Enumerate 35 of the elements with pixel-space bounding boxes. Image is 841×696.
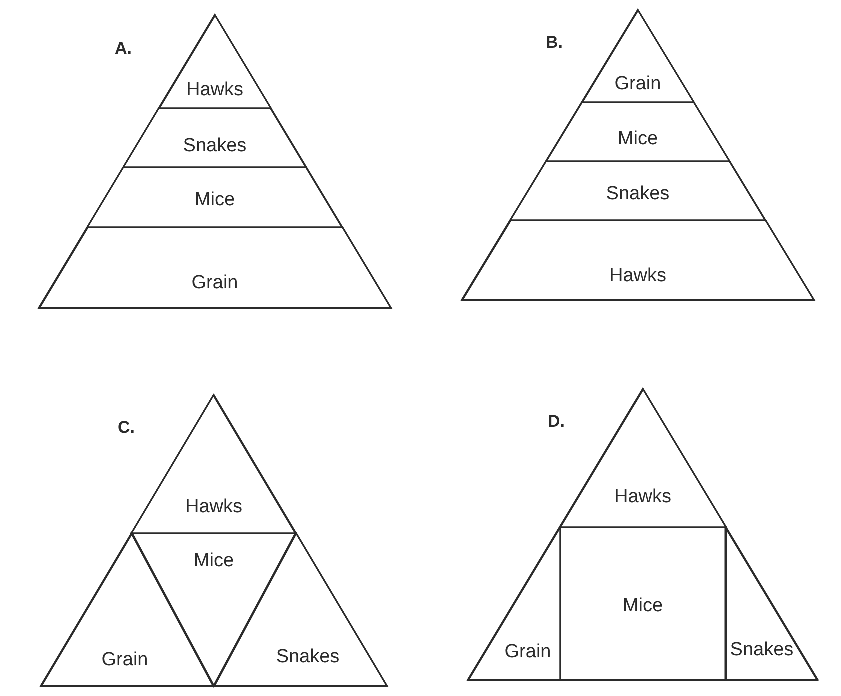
option-letter: C. xyxy=(118,419,135,436)
organism-label: Snakes xyxy=(183,136,247,156)
organism-label: Snakes xyxy=(606,184,670,204)
pyramid-section xyxy=(38,226,392,310)
pyramid-section xyxy=(580,8,696,104)
option-letter: A. xyxy=(115,40,132,57)
organism-label: Grain xyxy=(504,642,552,662)
pyramid-section xyxy=(122,106,308,168)
food-pyramid xyxy=(37,13,393,310)
pyramid-section xyxy=(558,526,728,682)
pyramid-section xyxy=(544,100,732,162)
pyramid-section xyxy=(158,14,272,110)
organism-label: Hawks xyxy=(186,80,244,100)
organism-label: Mice xyxy=(194,190,236,210)
organism-label: Mice xyxy=(618,130,658,148)
organism-label: Hawks xyxy=(610,266,666,286)
option-letter: D. xyxy=(548,413,565,430)
option-letter: B. xyxy=(546,34,563,51)
organism-label: Snakes xyxy=(276,648,340,666)
food-pyramid xyxy=(39,393,389,688)
organism-label: Hawks xyxy=(185,498,242,516)
organism-label: Grain xyxy=(192,274,238,292)
organism-label: Mice xyxy=(194,552,234,570)
organism-label: Hawks xyxy=(614,488,672,506)
pyramid-section xyxy=(724,526,820,682)
organism-label: Snakes xyxy=(730,640,794,660)
pyramid-section xyxy=(86,166,344,228)
pyramid-section xyxy=(509,160,767,222)
organism-label: Grain xyxy=(102,650,148,670)
pyramid-section xyxy=(466,526,562,682)
pyramid-section xyxy=(460,218,816,302)
food-pyramid xyxy=(460,8,816,302)
food-pyramid xyxy=(466,387,820,682)
organism-label: Mice xyxy=(622,596,664,616)
organism-label: Grain xyxy=(614,74,662,94)
